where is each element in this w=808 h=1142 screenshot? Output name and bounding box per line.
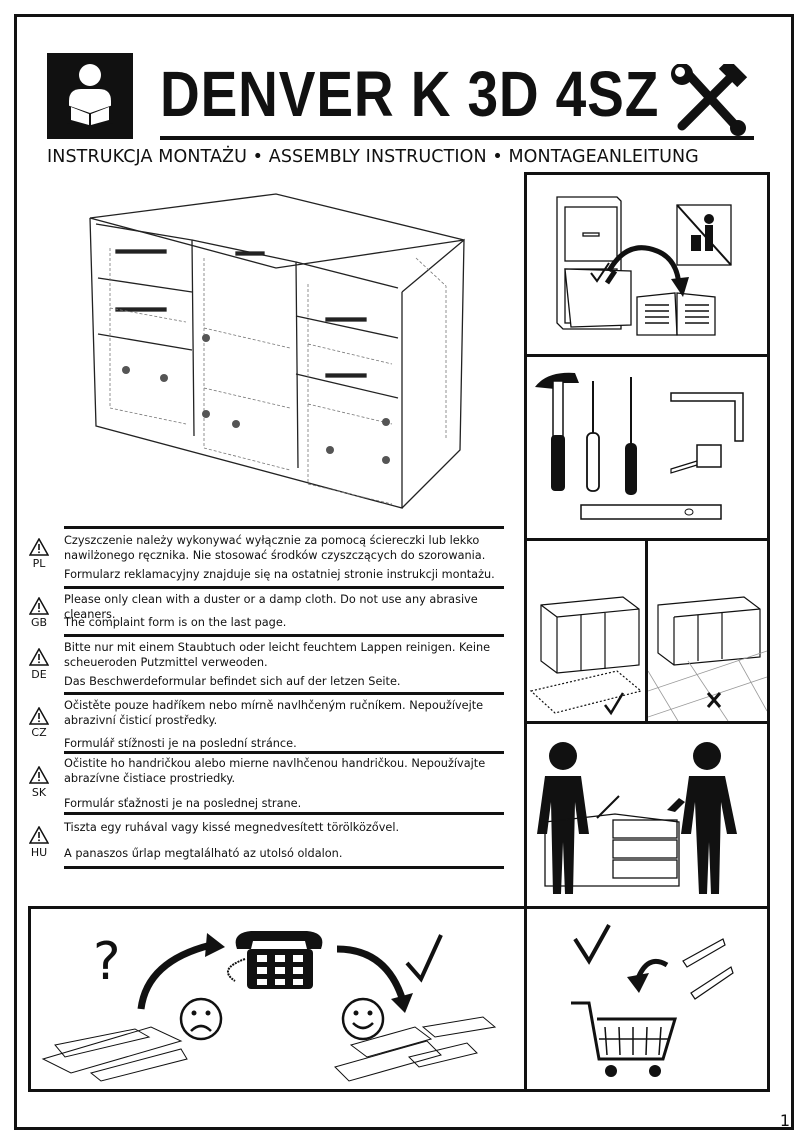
clean-instruction-de: Bitte nur mit einem Staubtuch oder leich… <box>64 641 491 669</box>
complaint-form-note-hu: A panaszos űrlap megtalálható az utolsó … <box>64 847 343 860</box>
clean-instruction-sk: Očistite ho handričkou alebo mierne navl… <box>64 757 486 785</box>
page-frame <box>14 14 794 1130</box>
panel-two-person-assembly <box>524 721 770 909</box>
warning-icon <box>28 765 50 788</box>
header-subtitle: INSTRUKCJA MONTAŻU • ASSEMBLY INSTRUCTIO… <box>47 147 699 167</box>
panel-complaint-process: ? <box>28 906 527 1092</box>
reading-person-icon <box>47 53 133 139</box>
warning-icon <box>28 706 50 729</box>
care-rule-6 <box>64 866 504 869</box>
complaint-form-note-pl: Formularz reklamacyjny znajduje się na o… <box>64 568 495 581</box>
page-number: 1 <box>779 1111 790 1130</box>
care-rule-0 <box>64 526 504 529</box>
language-code: DE <box>31 668 47 681</box>
panel-read-instructions <box>524 172 770 357</box>
panel-assemble-on-soft-surface-ok <box>524 538 648 724</box>
hammer-wrench-icon <box>668 58 750 138</box>
care-rule-1 <box>64 586 504 589</box>
complaint-form-note-gb: The complaint form is on the last page. <box>64 616 287 629</box>
cabinet-illustration <box>86 188 466 518</box>
language-code: CZ <box>31 726 47 739</box>
warning-icon <box>28 825 50 848</box>
warning-icon <box>28 596 50 619</box>
language-code: GB <box>30 616 48 629</box>
clean-instruction-pl: Czyszczenie należy wykonywać wyłącznie z… <box>64 534 486 562</box>
header-rule <box>160 136 754 140</box>
clean-instruction-hu: Tiszta egy ruhával vagy kissé megnedvesí… <box>64 821 400 834</box>
product-title: DENVER K 3D 4SZ <box>160 58 660 130</box>
language-code: HU <box>30 846 48 859</box>
care-rule-2 <box>64 634 504 637</box>
clean-instruction-gb: Please only clean with a duster or a dam… <box>64 593 478 621</box>
complaint-form-note-cz: Formulář stížnosti je na poslední stránc… <box>64 737 297 750</box>
clean-instruction-cz: Očistěte pouze hadříkem nebo mírně navlh… <box>64 699 484 727</box>
complaint-form-note-sk: Formulár sťažnosti je na poslednej stran… <box>64 797 302 810</box>
care-rule-5 <box>64 812 504 815</box>
language-code: SK <box>31 786 47 799</box>
panel-spare-parts-order <box>524 906 770 1092</box>
svg-text:?: ? <box>93 932 121 992</box>
warning-icon <box>28 537 50 560</box>
language-code: PL <box>32 557 46 570</box>
care-rule-4 <box>64 751 504 754</box>
warning-icon <box>28 647 50 670</box>
complaint-form-note-de: Das Beschwerdeformular befindet sich auf… <box>64 675 401 688</box>
care-rule-3 <box>64 692 504 695</box>
panel-assemble-on-hard-floor-bad <box>645 538 770 724</box>
panel-required-tools <box>524 354 770 541</box>
